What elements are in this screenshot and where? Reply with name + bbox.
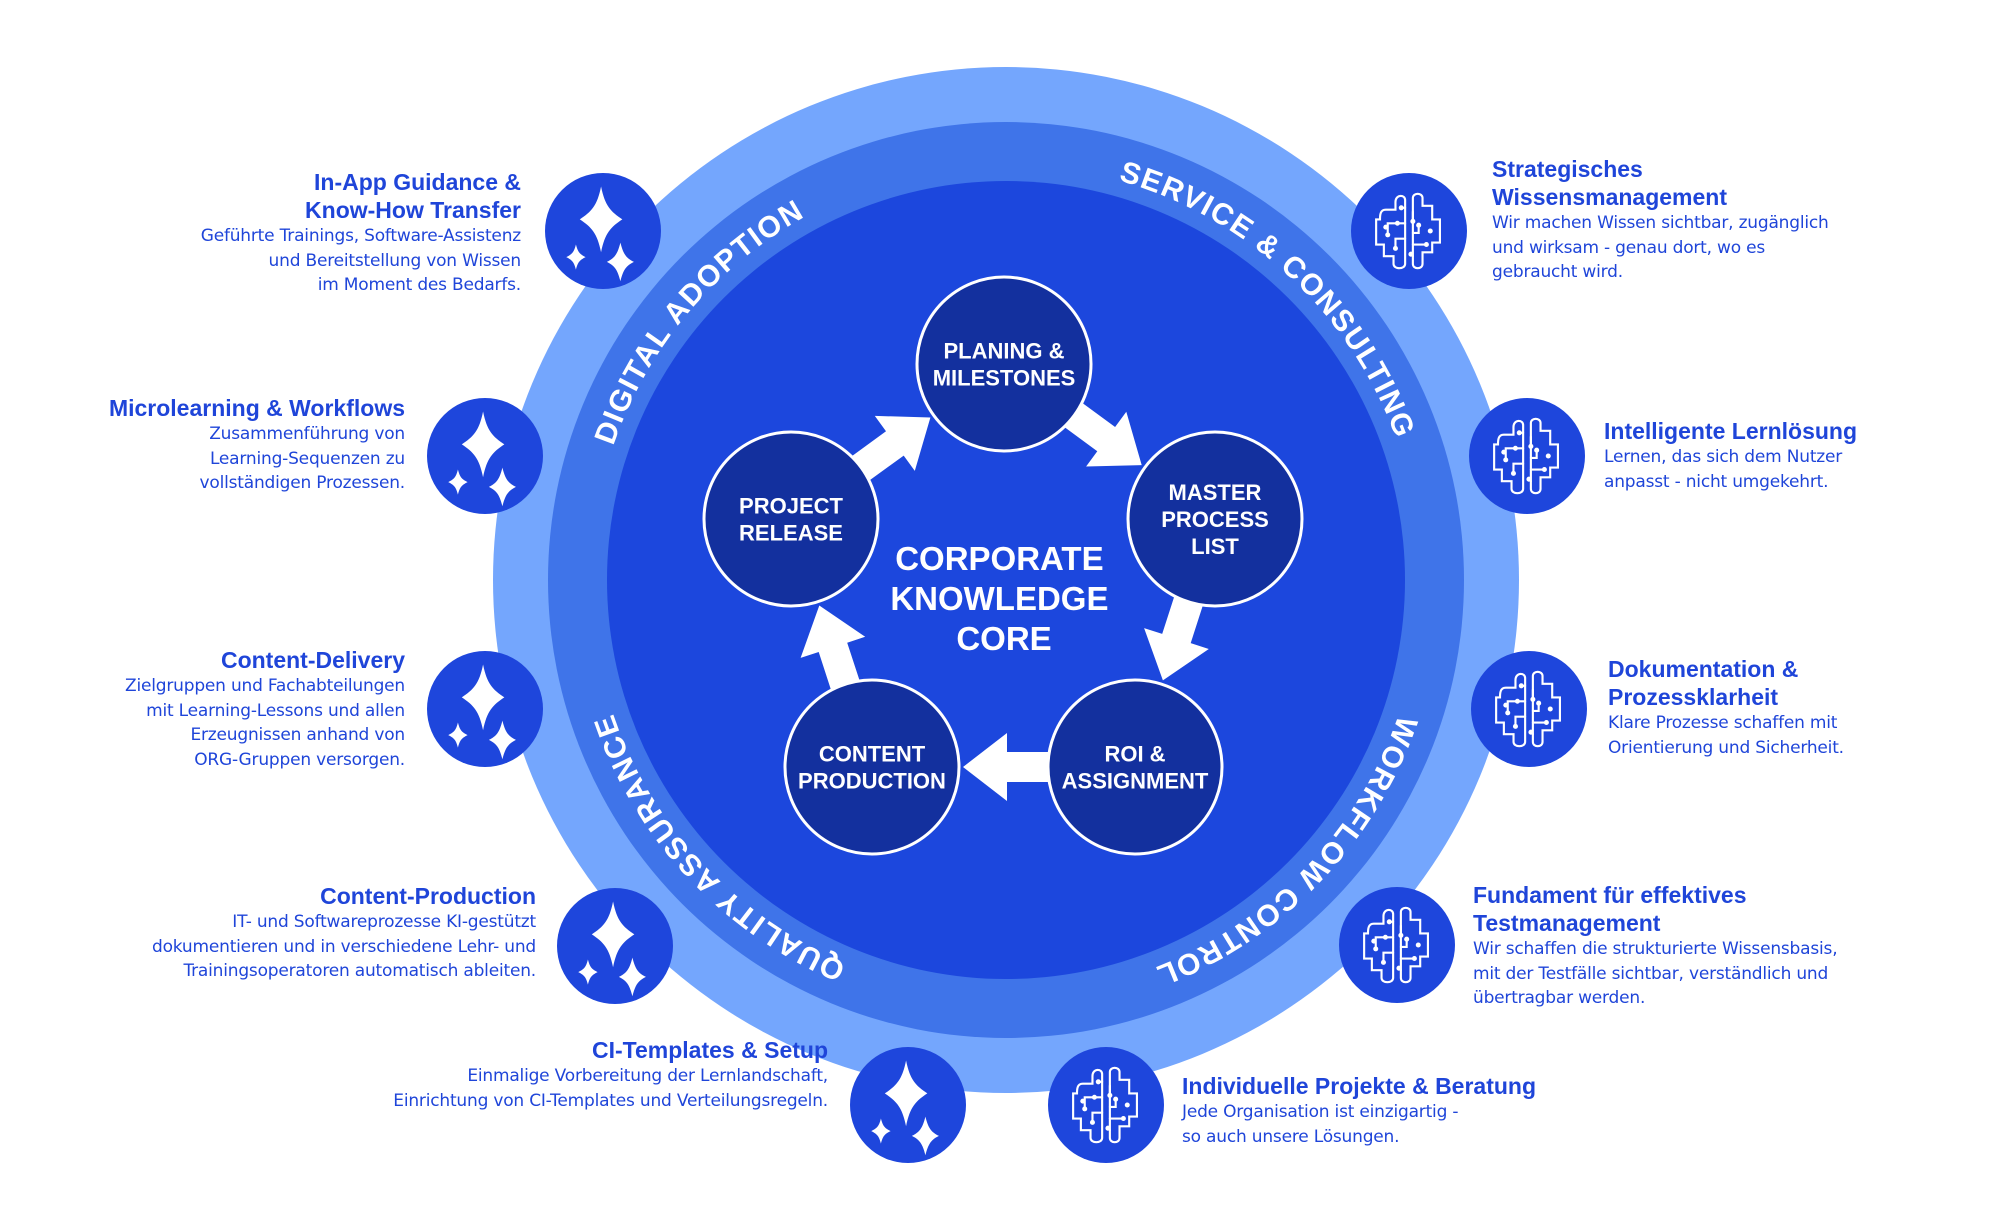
node-label: MASTER bbox=[1169, 480, 1262, 505]
node-label: ROI & bbox=[1104, 742, 1165, 767]
feature-description: anpasst - nicht umgekehrt. bbox=[1604, 471, 1829, 492]
center-line: CORPORATE bbox=[895, 540, 1103, 577]
node-label: PLANING & bbox=[944, 339, 1065, 364]
node-circle bbox=[915, 275, 1093, 453]
feature-description: vollständigen Prozessen. bbox=[199, 473, 406, 493]
sparkles-icon-badge bbox=[850, 1047, 966, 1163]
feature-description: im Moment des Bedarfs. bbox=[317, 275, 521, 295]
arrow-roi-to-content bbox=[963, 733, 1058, 801]
node-planing: PLANING &MILESTONES bbox=[915, 275, 1093, 453]
brain-circuit-icon-badge bbox=[1339, 887, 1455, 1003]
brain-circuit-icon-badge bbox=[1471, 651, 1587, 767]
feature-description: Orientierung und Sicherheit. bbox=[1608, 737, 1844, 758]
process-nodes: PLANING &MILESTONESMASTERPROCESSLISTROI … bbox=[702, 275, 1304, 856]
feature-description: IT- und Softwareprozesse KI-gestützt bbox=[232, 912, 536, 932]
feature-description: Klare Prozesse schaffen mit bbox=[1608, 713, 1838, 733]
feature-description: Einrichtung von CI-Templates und Verteil… bbox=[393, 1090, 828, 1111]
feature-description: Learning-Sequenzen zu bbox=[209, 448, 405, 469]
feature-title: Prozessklarheit bbox=[1608, 684, 1779, 710]
node-label: RELEASE bbox=[739, 521, 843, 546]
node-label: MILESTONES bbox=[933, 366, 1076, 391]
brain-circuit-icon-badge bbox=[1048, 1047, 1164, 1163]
feature-description: Einmalige Vorbereitung der Lernlandschaf… bbox=[467, 1066, 828, 1086]
center-line: KNOWLEDGE bbox=[890, 580, 1108, 617]
feature-title: Content-Production bbox=[320, 883, 536, 909]
feature-description: Trainingsoperatoren automatisch ableiten… bbox=[183, 961, 536, 981]
node-label: LIST bbox=[1191, 534, 1239, 559]
sparkles-icon-badge bbox=[427, 398, 543, 514]
node-label: PROJECT bbox=[739, 494, 843, 519]
feature-description: übertragbar werden. bbox=[1473, 988, 1646, 1008]
node-label: PRODUCTION bbox=[798, 769, 946, 794]
feature-description: ORG-Gruppen versorgen. bbox=[194, 749, 405, 770]
icon-circles bbox=[427, 173, 1587, 1163]
brain-circuit-icon-badge bbox=[1469, 398, 1585, 514]
feature-description: Lernen, das sich dem Nutzer bbox=[1604, 447, 1843, 467]
feature-description: mit Learning-Lessons und allen bbox=[146, 700, 405, 721]
feature-title: Know-How Transfer bbox=[305, 197, 521, 223]
arrow-content-to-project bbox=[800, 605, 866, 699]
feature-description: und Bereitstellung von Wissen bbox=[268, 250, 522, 271]
feature-description: dokumentieren und in verschiedene Lehr- … bbox=[152, 936, 536, 957]
process-arrows bbox=[800, 397, 1209, 801]
feature-title: Individuelle Projekte & Beratung bbox=[1182, 1073, 1537, 1099]
center-line: CORE bbox=[956, 620, 1051, 657]
feature-description: gebraucht wird. bbox=[1492, 262, 1623, 282]
feature-description: mit der Testfälle sichtbar, verständlich… bbox=[1473, 963, 1829, 984]
feature-description: so auch unsere Lösungen. bbox=[1182, 1126, 1400, 1147]
feature-title: In-App Guidance & bbox=[314, 169, 521, 195]
node-label: PROCESS bbox=[1161, 507, 1269, 532]
feature-title: CI-Templates & Setup bbox=[592, 1037, 828, 1063]
node-label: CONTENT bbox=[819, 742, 926, 767]
node-circle bbox=[1126, 430, 1304, 608]
arrow-planing-to-master bbox=[1057, 397, 1142, 467]
feature-title: Content-Delivery bbox=[220, 647, 405, 673]
feature-description: Zielgruppen und Fachabteilungen bbox=[125, 676, 405, 696]
arrow-project-to-planing bbox=[844, 415, 931, 486]
sparkles-icon-badge bbox=[427, 651, 543, 767]
feature-description: Jede Organisation ist einzigartig - bbox=[1182, 1102, 1459, 1122]
feature-title: Microlearning & Workflows bbox=[108, 395, 405, 421]
brain-circuit-icon-badge bbox=[1351, 173, 1467, 289]
node-label: ASSIGNMENT bbox=[1062, 769, 1209, 794]
arrow-master-to-roi bbox=[1144, 587, 1209, 681]
feature-title: Wissensmanagement bbox=[1492, 184, 1727, 210]
sparkles-icon-badge bbox=[545, 173, 661, 289]
feature-title: Intelligente Lernlösung bbox=[1604, 418, 1858, 444]
feature-title: Testmanagement bbox=[1473, 910, 1661, 936]
feature-description: Wir machen Wissen sichtbar, zugänglich bbox=[1492, 213, 1829, 233]
node-roi: ROI &ASSIGNMENT bbox=[1046, 678, 1224, 856]
feature-description: Geführte Trainings, Software-Assistenz bbox=[200, 226, 521, 246]
feature-description: Zusammenführung von bbox=[209, 424, 405, 444]
feature-title: Strategisches bbox=[1492, 156, 1643, 182]
feature-description: Wir schaffen die strukturierte Wissensba… bbox=[1473, 939, 1838, 959]
center-title: CORPORATE KNOWLEDGE CORE bbox=[890, 540, 1117, 657]
feature-description: Erzeugnissen anhand von bbox=[190, 725, 405, 745]
node-circle bbox=[702, 430, 880, 608]
feature-description: und wirksam - genau dort, wo es bbox=[1492, 237, 1766, 258]
feature-title: Dokumentation & bbox=[1608, 656, 1799, 682]
sparkles-icon-badge bbox=[557, 888, 673, 1004]
node-circle bbox=[783, 678, 961, 856]
node-circle bbox=[1046, 678, 1224, 856]
feature-title: Fundament für effektives bbox=[1473, 882, 1747, 908]
